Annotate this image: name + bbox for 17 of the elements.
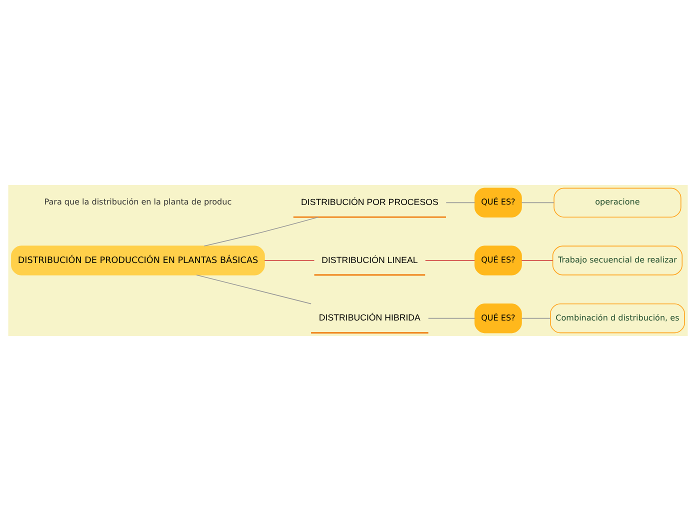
connector bbox=[204, 216, 319, 246]
connector bbox=[521, 317, 551, 318]
connector bbox=[446, 202, 476, 203]
node-box: Trabajo secuencial de realizar bbox=[552, 245, 683, 275]
node-box: QUÉ ES? bbox=[474, 245, 522, 275]
node-text: DISTRIBUCIÓN HIBRIDA bbox=[318, 312, 420, 322]
connector bbox=[196, 274, 312, 304]
node-box: Combinación d distribución, es bbox=[550, 302, 685, 333]
label: Para que la distribución en la planta de produc bbox=[44, 197, 232, 206]
connector bbox=[521, 202, 554, 203]
node-box: QUÉ ES? bbox=[474, 302, 522, 333]
node-box: DISTRIBUCIÓN DE PRODUCCIÓN EN PLANTAS BÁSICAS bbox=[11, 245, 265, 275]
node-text: DISTRIBUCIÓN POR PROCESOS bbox=[301, 196, 438, 206]
node-box: operacione bbox=[554, 187, 682, 218]
node-text: DISTRIBUCIÓN LINEAL bbox=[322, 254, 418, 264]
connector bbox=[428, 317, 476, 318]
node-box: QUÉ ES? bbox=[474, 187, 522, 218]
